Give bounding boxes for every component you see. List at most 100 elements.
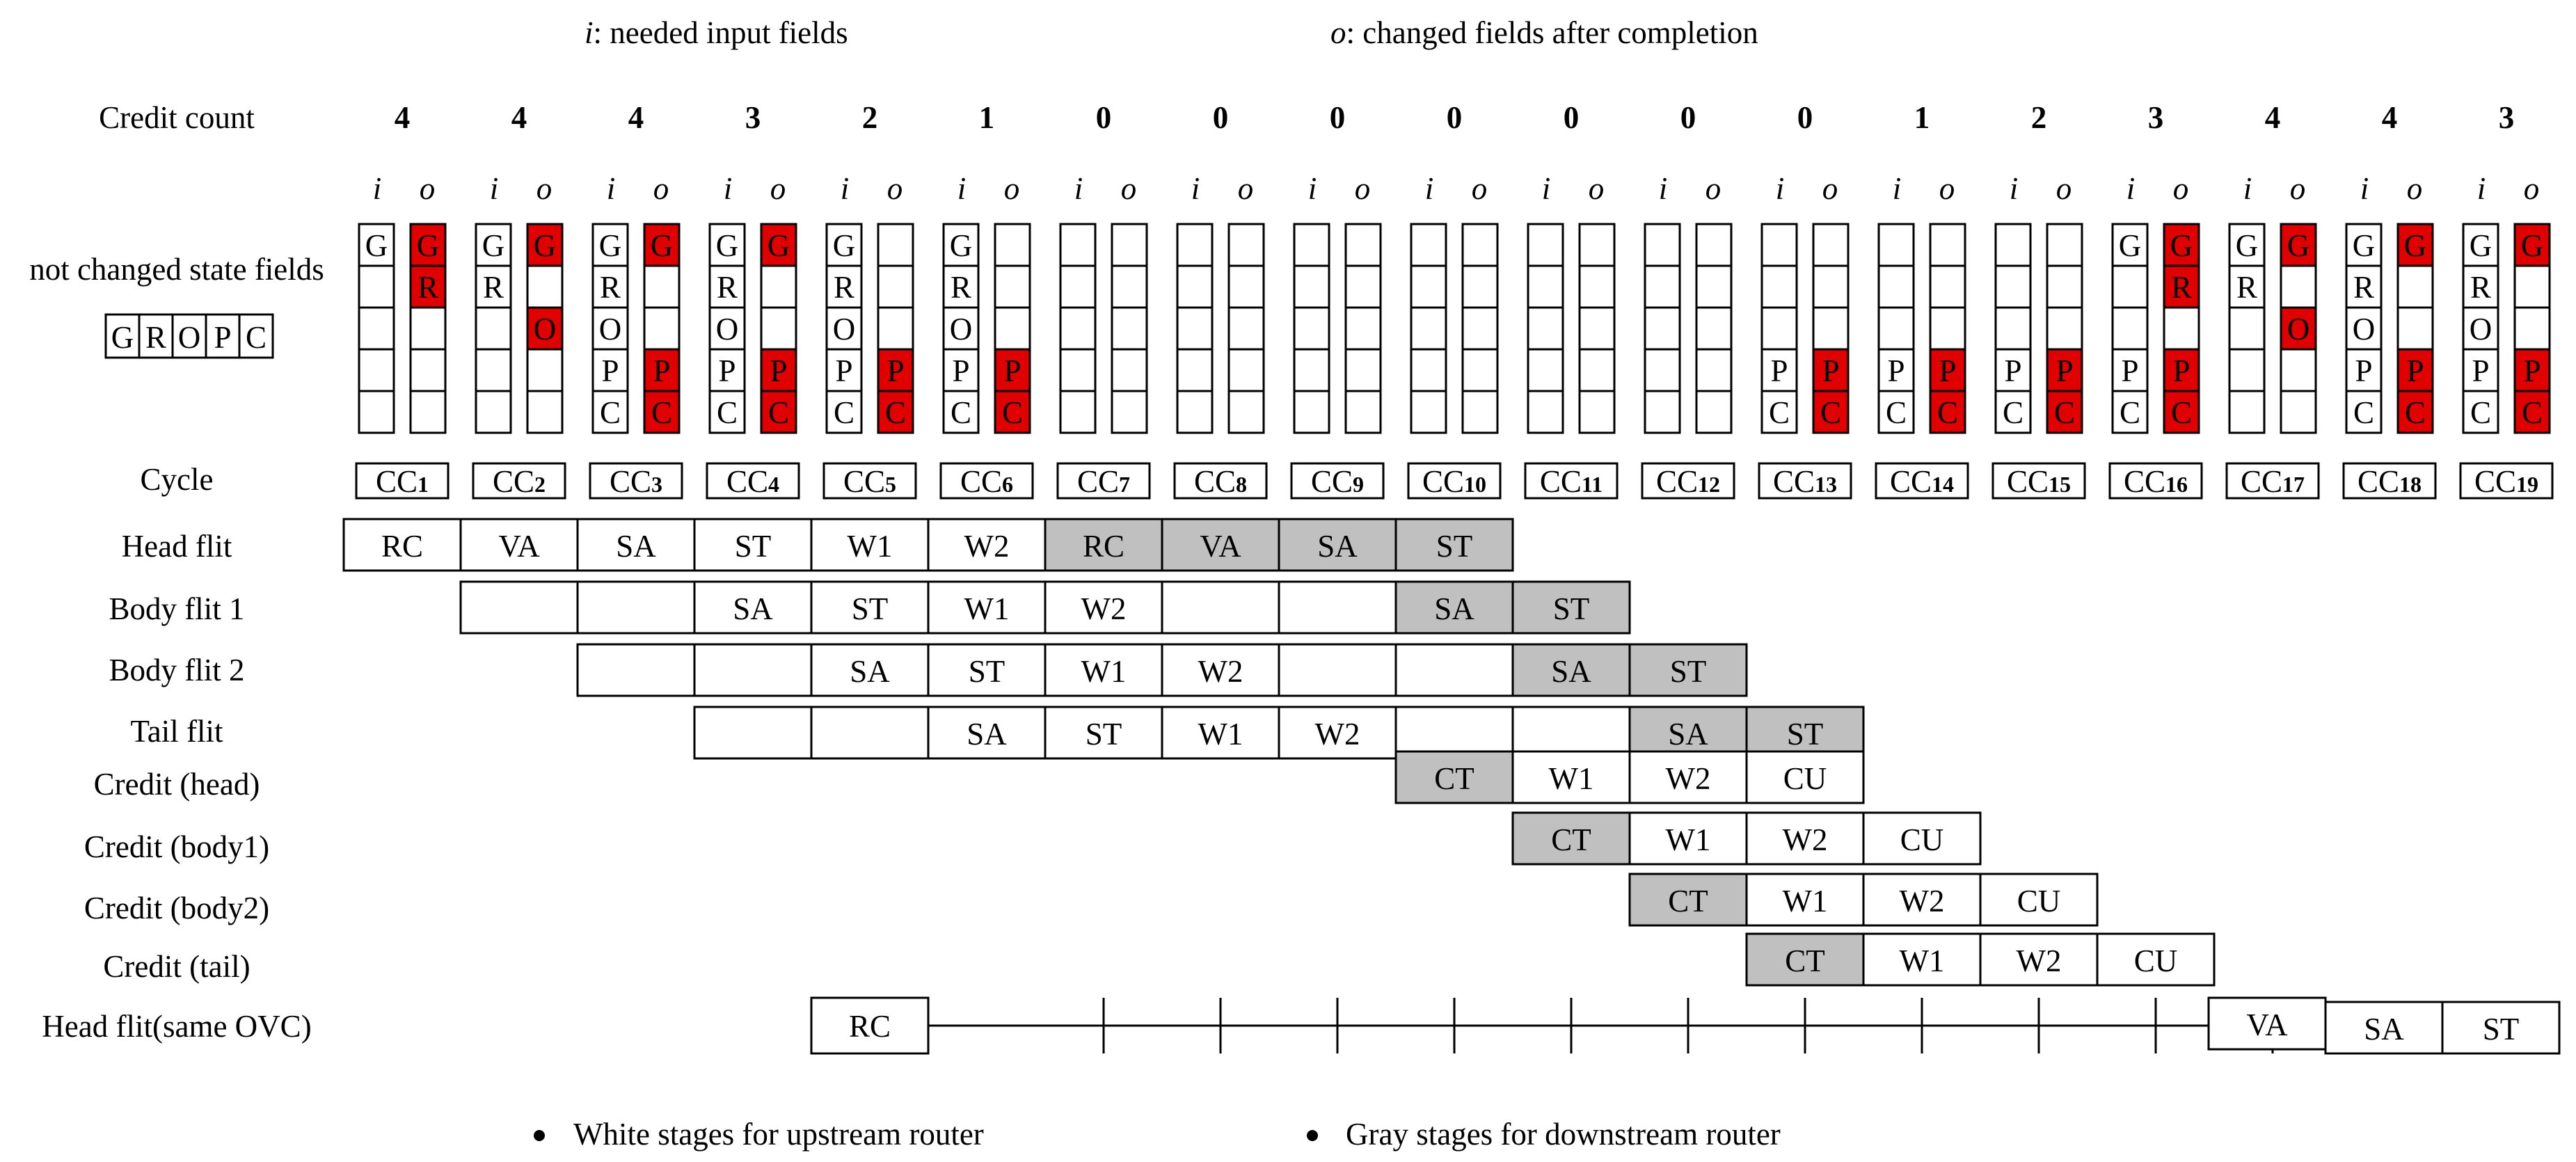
field-cell-changed: [2280, 223, 2317, 267]
field-cell: [2345, 348, 2383, 392]
header-output-note: o: changed fields after completion: [1330, 15, 1758, 50]
field-letter: C: [834, 395, 854, 430]
field-cell: [1812, 223, 1850, 267]
field-cell: [825, 306, 863, 351]
field-cell: [358, 306, 395, 351]
field-cell: [1227, 223, 1265, 267]
credit-count-value: 0: [1096, 100, 1112, 135]
stage-label: W1: [1900, 944, 1945, 978]
field-cell: [358, 264, 395, 309]
field-letter: G: [950, 228, 973, 263]
cycle-label-cc10: CC10: [1422, 464, 1486, 499]
credit-count-value: 3: [2148, 100, 2164, 135]
io-label-i: i: [841, 171, 850, 206]
pipeline-stage: [2096, 932, 2216, 987]
field-letter: G: [365, 228, 388, 263]
credit-count-value: 4: [628, 100, 644, 135]
field-letter: G: [2236, 228, 2259, 263]
field-cell: [2345, 390, 2383, 434]
field-cell: [475, 390, 512, 434]
field-letter: C: [1937, 395, 1958, 430]
cycle-label: Cycle: [141, 462, 214, 497]
field-cell: [1344, 223, 1382, 267]
field-letter: P: [2406, 353, 2424, 388]
pipeline-stage: [1511, 643, 1631, 697]
field-cell: [1227, 306, 1265, 351]
field-cell: [1293, 306, 1330, 351]
field-letter: C: [2003, 395, 2024, 430]
pipeline-row-label: Body flit 2: [109, 653, 244, 687]
field-column-cc9: [1293, 223, 1382, 434]
field-letter: C: [2353, 395, 2374, 430]
field-cell: [1410, 348, 1447, 392]
field-cell: [1344, 348, 1382, 392]
bullet-icon: [534, 1130, 545, 1141]
stage-label: W2: [1315, 717, 1360, 751]
cycle-box: [355, 462, 450, 500]
cycle-label-cc9: CC9: [1311, 464, 1364, 499]
legend-letter-cell: [104, 313, 141, 359]
io-label-o: o: [2056, 171, 2072, 206]
field-letter: O: [950, 312, 973, 347]
cycle-label-cc18: CC18: [2358, 464, 2422, 499]
io-label-i: i: [2360, 171, 2369, 206]
legend-note-upstream: White stages for upstream router: [573, 1117, 984, 1152]
field-cell-changed: [2396, 390, 2434, 434]
cycle-label-cc12: CC12: [1656, 464, 1720, 499]
field-letter: C: [2171, 395, 2192, 430]
i-letter: i: [585, 15, 594, 50]
stage-label: W2: [1666, 761, 1711, 796]
pipeline-stage: [927, 580, 1047, 635]
o-letter: o: [1330, 15, 1346, 50]
pipeline-stage: [1628, 873, 1748, 927]
credit-count-value: 1: [1914, 100, 1930, 135]
field-letter: R: [2236, 270, 2257, 305]
field-cell: [1293, 390, 1330, 434]
legend-letter-cell: [138, 313, 174, 359]
field-cell: [708, 390, 746, 434]
cycle-label-cc13: CC13: [1773, 464, 1837, 499]
field-letter: R: [2470, 270, 2491, 305]
field-cell: [1578, 348, 1616, 392]
cycle-box: [1524, 462, 1619, 500]
field-letter: G: [716, 228, 739, 263]
stage-label: CU: [1900, 822, 1944, 857]
field-letter: G: [534, 228, 557, 263]
io-label-o: o: [2524, 171, 2540, 206]
field-cell: [1929, 264, 1966, 309]
field-cell: [358, 390, 395, 434]
field-cell: [2111, 223, 2149, 267]
pipeline-stage: [1278, 580, 1397, 635]
pipeline-stage: [810, 706, 930, 760]
field-letter: P: [2172, 353, 2190, 388]
field-cell-changed: [2163, 264, 2200, 309]
stage-label: CT: [1551, 822, 1591, 857]
field-cell-changed: [760, 390, 797, 434]
field-letter: O: [2287, 312, 2310, 347]
cycle-box: [1290, 462, 1385, 500]
field-cell: [2462, 390, 2499, 434]
stage-label: SA: [850, 654, 890, 689]
field-letter: P: [887, 353, 904, 388]
field-cell: [2111, 348, 2149, 392]
field-letter: C: [1886, 395, 1907, 430]
field-letter: C: [1002, 395, 1023, 430]
field-cell: [877, 223, 914, 267]
pipeline-stage: [1394, 580, 1514, 635]
field-cell: [1176, 223, 1214, 267]
stage-label: SA: [967, 717, 1007, 751]
io-label-i: i: [1893, 171, 1902, 206]
pipeline-stage: [1745, 932, 1865, 987]
pipeline-stage: [1394, 518, 1514, 572]
field-cell: [1410, 306, 1447, 351]
io-label-o: o: [2290, 171, 2306, 206]
